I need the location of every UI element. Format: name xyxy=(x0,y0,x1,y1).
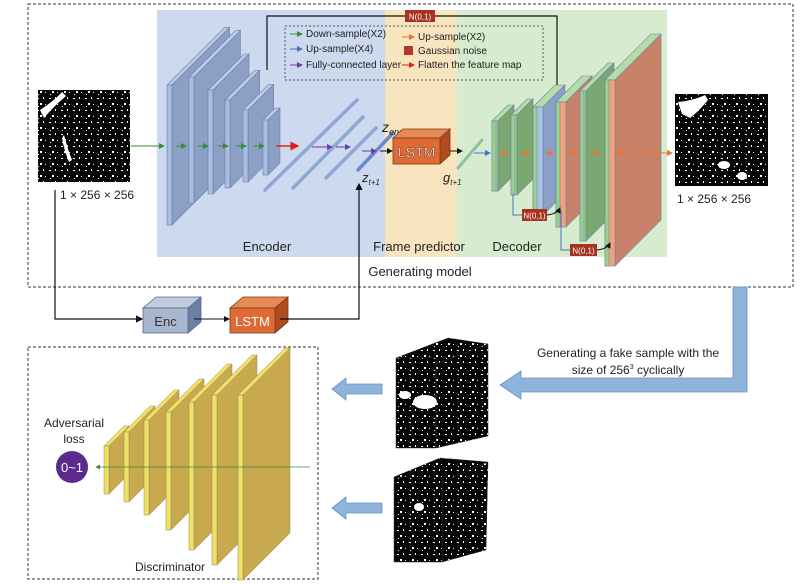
legend-item: Flatten the feature map xyxy=(402,60,522,71)
legend-item: Up-sample(X4) xyxy=(290,44,373,55)
flow-note-line2: size of 2563 cyclically xyxy=(572,363,685,377)
frame-predictor-label: Frame predictor xyxy=(373,239,465,254)
legend-label: Flatten the feature map xyxy=(418,60,522,71)
lstm-block: LSTM xyxy=(391,128,452,165)
legend-item: Gaussian noise xyxy=(404,46,487,57)
decoder-layer xyxy=(604,33,662,267)
input-size-label: 1 × 256 × 256 xyxy=(60,188,134,202)
generator-title: Generating model xyxy=(368,264,471,279)
discriminator-frame xyxy=(27,346,319,580)
flow-note-line1: Generating a fake sample with the xyxy=(537,346,719,360)
fc-vector xyxy=(291,115,365,190)
z-t1-label: zt+1 xyxy=(361,170,380,187)
legend: Down-sample(X2) Up-sample(X4) Fully-connec… xyxy=(290,29,522,71)
legend-label: Gaussian noise xyxy=(418,46,487,57)
generator-frame xyxy=(27,3,794,288)
aux-enc-block: Enc xyxy=(141,296,203,334)
legend-label: Up-sample(X2) xyxy=(418,32,485,43)
fc-layers xyxy=(263,98,395,192)
noise-square-icon xyxy=(404,46,413,55)
legend-box xyxy=(284,25,544,81)
encoder-layers xyxy=(166,26,281,226)
fake-to-disc-arrow xyxy=(331,377,383,401)
aux-lstm-label: LSTM xyxy=(235,314,270,329)
legend-item: Down-sample(X2) xyxy=(290,29,386,40)
lstm-label: LSTM xyxy=(398,144,435,160)
decoder-layers xyxy=(491,33,662,267)
g-t1-label: gt+1 xyxy=(443,170,462,187)
noise-box-1 xyxy=(522,209,547,221)
loss-output-label: 0~1 xyxy=(61,460,83,475)
cyclic-generation-arrow xyxy=(499,286,748,400)
fc-vector xyxy=(324,126,378,180)
noise-label-top: N(0,1) xyxy=(409,13,432,22)
output-size-label: 1 × 256 × 256 xyxy=(677,192,751,206)
g-vector xyxy=(456,138,484,170)
encoder-label: Encoder xyxy=(243,239,292,254)
discriminator-layers xyxy=(103,347,291,581)
aux-lstm-block: LSTM xyxy=(228,296,290,334)
encoder-layer xyxy=(262,107,281,176)
noise-box-top xyxy=(405,10,435,22)
legend-label: Fully-connected layer xyxy=(306,60,402,71)
legend-item: Up-sample(X2) xyxy=(402,32,485,43)
decoder-label: Decoder xyxy=(492,239,542,254)
noise-box-2 xyxy=(570,244,597,256)
legend-item: Fully-connected layer xyxy=(290,60,402,71)
legend-label: Up-sample(X4) xyxy=(306,44,373,55)
z-enc-label: zenc xyxy=(381,119,404,137)
loss-label-line2: loss xyxy=(63,432,84,446)
discriminator-layer xyxy=(237,347,291,581)
svg-text:N(0,1): N(0,1) xyxy=(523,212,546,221)
real-to-disc-arrow xyxy=(331,496,383,520)
discriminator-title: Discriminator xyxy=(135,560,205,574)
real-sample-cube xyxy=(393,457,489,563)
fc-vector xyxy=(263,98,359,192)
svg-text:N(0,1): N(0,1) xyxy=(572,247,595,256)
aux-enc-label: Enc xyxy=(154,314,177,329)
legend-label: Down-sample(X2) xyxy=(306,29,386,40)
fake-sample-cube xyxy=(395,337,489,449)
loss-output-circle xyxy=(56,451,88,483)
loss-label-line1: Adversarial xyxy=(44,416,104,430)
